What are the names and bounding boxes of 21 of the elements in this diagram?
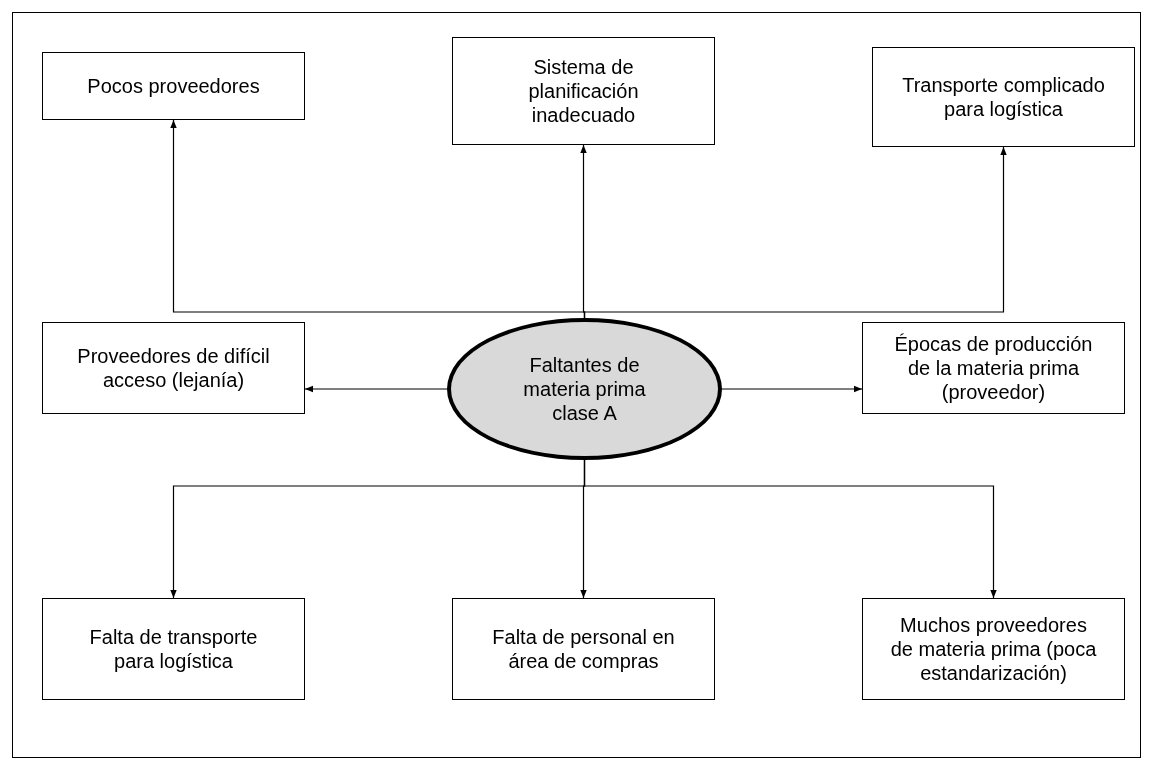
arrow xyxy=(583,146,1007,319)
node-text: Sistema de planificación inadecuado xyxy=(527,55,640,127)
node-text: Muchos proveedores de materia prima (poca estandarización) xyxy=(889,613,1098,685)
cause-box xyxy=(452,37,715,145)
cause-box xyxy=(42,322,305,414)
node-text: Transporte complicado para logística xyxy=(901,73,1106,121)
cause-box xyxy=(872,47,1135,147)
cause-box xyxy=(452,598,715,700)
cause-box xyxy=(862,598,1125,700)
node-text: Pocos proveedores xyxy=(87,74,260,98)
node-text: Falta de personal en área de compras xyxy=(491,625,676,673)
arrow xyxy=(304,385,448,393)
cause-box xyxy=(862,322,1125,414)
cause-box xyxy=(42,52,305,120)
node-text: Proveedores de difícil acceso (lejanía) xyxy=(76,344,271,392)
node-text: Faltantes de materia prima clase A xyxy=(522,353,647,425)
node-text: Falta de transporte para logística xyxy=(88,625,259,673)
arrow xyxy=(583,459,997,599)
node-text: Épocas de producción de la materia prima (proveedor) xyxy=(893,332,1094,404)
arrow xyxy=(721,385,863,393)
cause-box xyxy=(42,598,305,700)
